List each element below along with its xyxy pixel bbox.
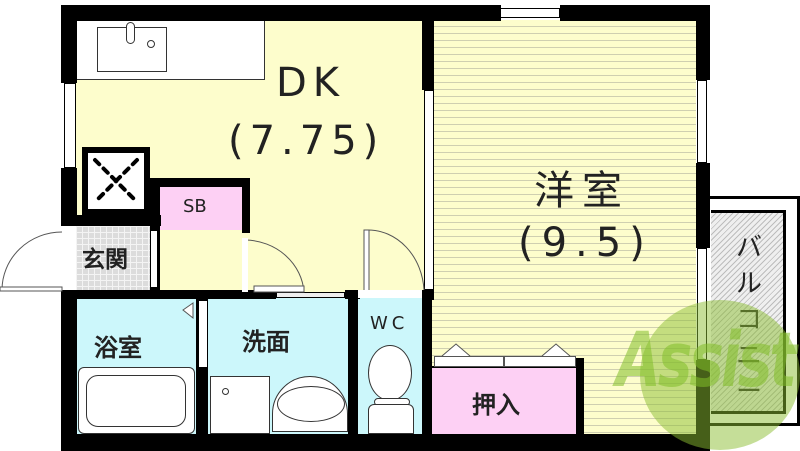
faucet-icon xyxy=(126,22,135,44)
drain-icon xyxy=(147,40,155,48)
wall-wet-top xyxy=(61,290,276,299)
wall-right-upper xyxy=(696,5,710,80)
dk-label: DK xyxy=(276,60,346,106)
bath-door[interactable] xyxy=(198,300,208,368)
sb-label: SB xyxy=(183,196,207,217)
wc-label: WC xyxy=(370,313,409,334)
wall-left-upper xyxy=(61,5,77,83)
wall-sb-right xyxy=(242,178,250,233)
watermark-circle xyxy=(640,300,800,450)
entrance-door-swing[interactable] xyxy=(0,230,64,294)
wall-sb-top xyxy=(150,178,250,187)
wall-closet-right xyxy=(576,358,584,436)
wall-kitchen-stove xyxy=(76,215,161,226)
wall-left-mid xyxy=(61,168,77,226)
entrance-step xyxy=(150,230,158,288)
closet-label: 押入 xyxy=(472,391,520,419)
wash-basin-bowl xyxy=(277,386,345,422)
closet-handle-icons xyxy=(441,343,571,357)
wall-top-right xyxy=(560,5,710,21)
toilet-bowl xyxy=(368,345,412,401)
wall-right-mid xyxy=(696,163,710,248)
washroom-label: 洗面 xyxy=(242,328,290,356)
western-room-size: (9.5) xyxy=(518,220,653,266)
wall-wash-wc xyxy=(348,290,358,438)
wc-threshold xyxy=(358,290,422,298)
closet-floor xyxy=(432,368,576,435)
bath-vent-icon xyxy=(182,302,194,320)
wall-dk-divider xyxy=(422,5,434,90)
wall-left-lower xyxy=(61,292,77,445)
closet-door-left[interactable] xyxy=(434,356,504,367)
window-left xyxy=(64,83,76,168)
watermark-logo: Assist xyxy=(616,315,797,405)
bathroom-label: 浴室 xyxy=(94,334,142,362)
stove-burner-icon xyxy=(93,158,139,204)
wall-top-left xyxy=(61,5,501,21)
washroom-sliding-door[interactable] xyxy=(276,292,345,298)
washroom-door-swing[interactable] xyxy=(240,238,310,294)
wall-wc-western xyxy=(422,290,432,438)
toilet-tank xyxy=(368,404,414,434)
washing-machine-drain xyxy=(222,388,229,395)
washing-machine-pan xyxy=(210,376,270,434)
window-top xyxy=(500,8,560,18)
sliding-door-dk[interactable] xyxy=(424,90,434,290)
wall-bottom xyxy=(61,434,710,451)
entrance-label: 玄関 xyxy=(82,247,128,273)
western-room-label: 洋室 xyxy=(534,168,630,214)
bathtub-inner xyxy=(86,375,186,427)
window-right-upper xyxy=(697,80,707,163)
wall-closet-top xyxy=(432,366,576,368)
entrance-floor xyxy=(76,226,150,290)
sb-floor xyxy=(160,186,242,230)
wc-door-swing[interactable] xyxy=(362,228,426,296)
dk-size: (7.75) xyxy=(228,118,385,164)
closet-door-right[interactable] xyxy=(504,356,576,367)
